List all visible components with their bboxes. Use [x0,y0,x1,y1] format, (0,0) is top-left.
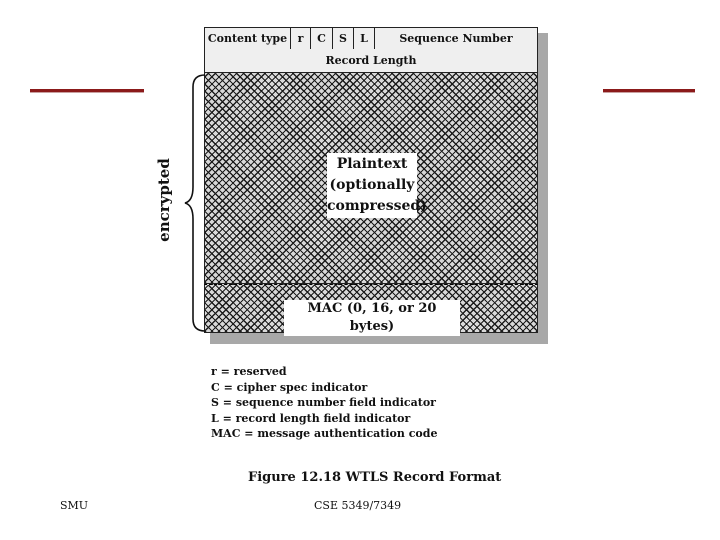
plaintext-line: (optionally [329,177,415,193]
sequence-number-field: Sequence Number [399,32,513,45]
decorative-rule-left [30,89,144,92]
header-row: Content type r C S L Sequence Number [204,27,538,50]
decorative-rule-right [603,89,695,92]
cipher-spec-field: C [311,28,333,49]
mac-label: MAC (0, 16, or 20 bytes) [284,300,460,336]
legend-item: S = sequence number field indicator [211,396,436,409]
legend-item: C = cipher spec indicator [211,380,368,394]
legend-item: r = reserved [211,365,287,378]
plaintext-label: Plaintext (optionally compressed) [327,153,427,218]
legend-item: L = record length field indicator [211,411,411,425]
content-type-field: Content type [205,28,291,49]
plaintext-line: compressed) [327,198,427,214]
encrypted-label: encrypted [155,158,173,242]
record-length-field: Record Length [204,49,538,73]
encrypted-brace [184,74,206,332]
legend: r = reserved C = cipher spec indicator S… [211,364,437,442]
legend-item: MAC = message authentication code [211,427,438,440]
plaintext-line: Plaintext [336,156,408,172]
length-indicator-field: L [354,28,375,49]
footer-center: CSE 5349/7349 [314,499,402,512]
footer-left: SMU [60,499,89,512]
reserved-field: r [291,28,311,49]
sequence-indicator-field: S [333,28,354,49]
figure-caption: Figure 12.18 WTLS Record Format [248,470,502,485]
